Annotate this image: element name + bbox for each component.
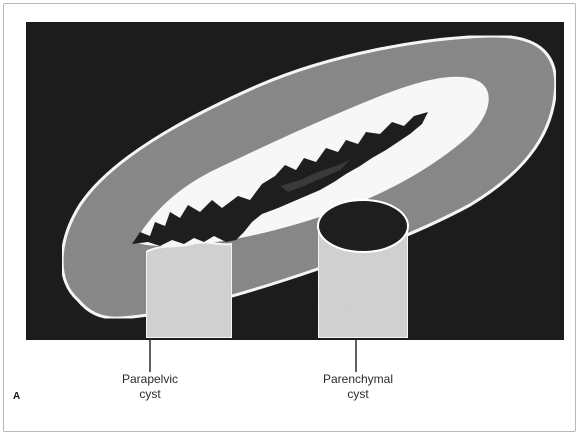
- parapelvic-cyst-label: Parapelvic cyst: [105, 372, 195, 402]
- parapelvic-cyst: [146, 243, 232, 338]
- parapelvic-label-line-1: Parapelvic: [105, 372, 195, 387]
- parapelvic-label-line-2: cyst: [105, 387, 195, 402]
- parenchymal-cyst-cap: [318, 200, 408, 252]
- panel-letter: A: [13, 391, 20, 402]
- parenchymal-label-line-1: Parenchymal: [308, 372, 408, 387]
- parenchymal-label-line-2: cyst: [308, 387, 408, 402]
- parenchymal-cyst-label: Parenchymal cyst: [308, 372, 408, 402]
